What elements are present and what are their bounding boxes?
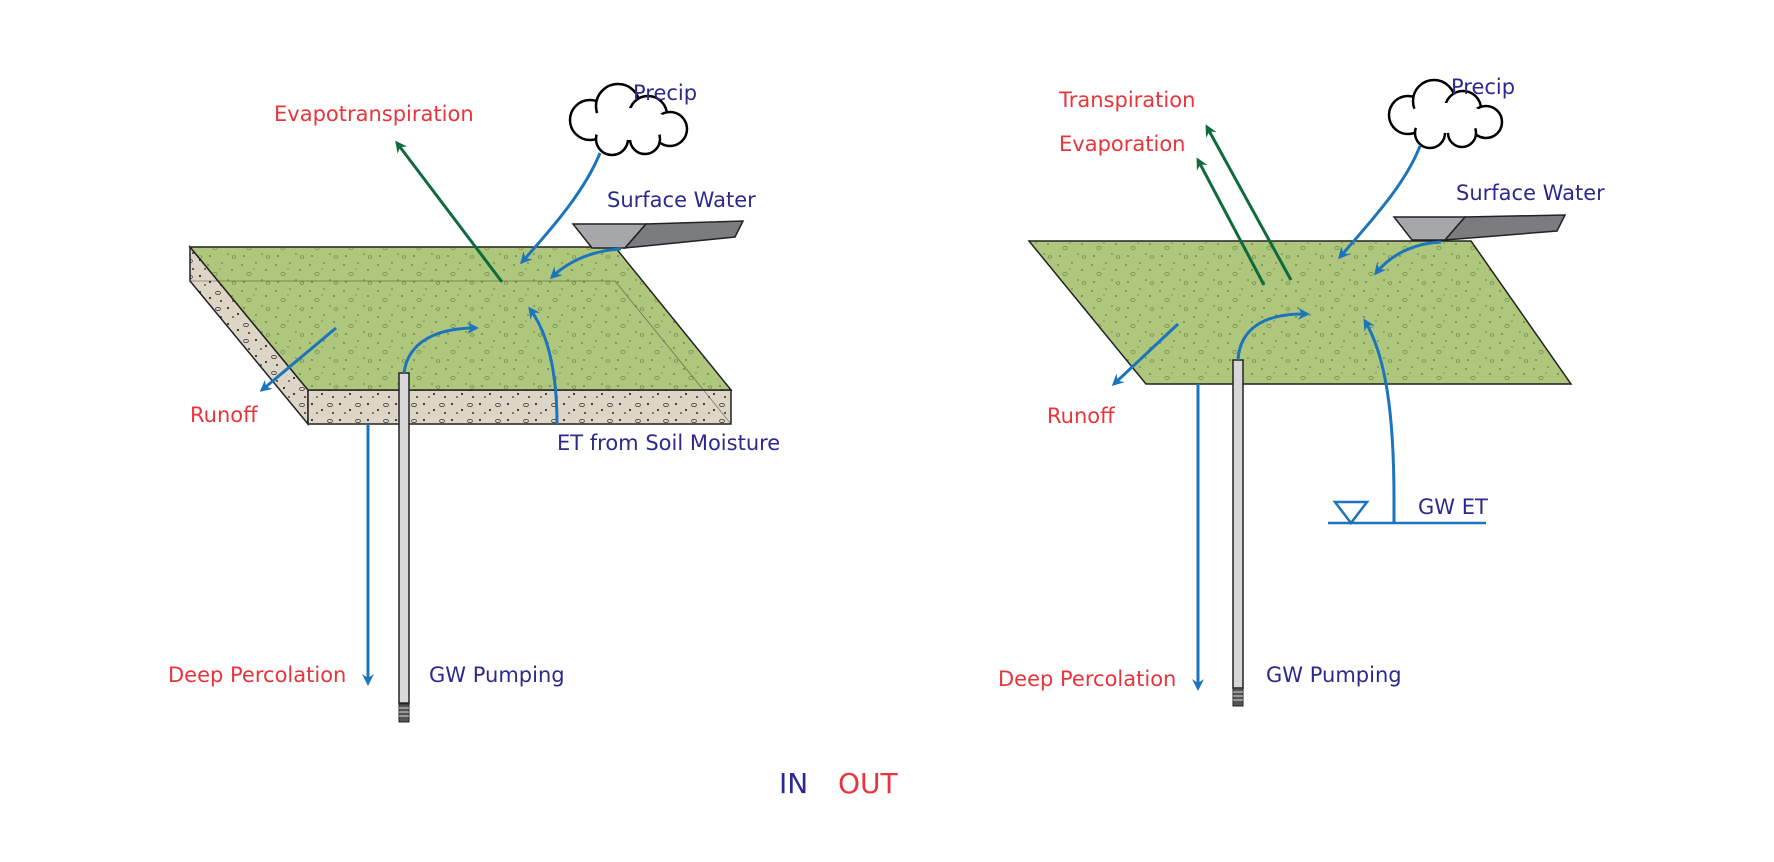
right-evaporation-arrow	[1196, 157, 1266, 286]
right-deep-percolation-label: Deep Percolation	[998, 667, 1176, 691]
right-runoff-arrow	[1111, 322, 1180, 387]
right-precip-arrow	[1338, 145, 1422, 260]
right-panel: Transpiration Evaporation Precip Surface…	[998, 75, 1605, 707]
left-soil-surface	[188, 246, 733, 391]
left-soil-side-front	[307, 389, 732, 425]
left-gw-pumping-label: GW Pumping	[429, 663, 565, 687]
left-runoff-arrow	[259, 326, 337, 392]
left-gw-pumping-arrow	[402, 322, 479, 374]
left-deep-percolation-label: Deep Percolation	[168, 663, 346, 687]
right-cloud-icon	[1387, 78, 1504, 150]
right-transpiration-arrow	[1205, 124, 1293, 281]
left-well-icon	[398, 372, 410, 723]
right-water-table-icon	[1328, 500, 1486, 526]
left-runoff-label: Runoff	[190, 403, 258, 427]
left-panel: Precip Surface Water Evapotranspiration …	[168, 81, 780, 723]
left-surface-water-arrow	[549, 247, 622, 280]
legend: IN OUT	[779, 767, 899, 800]
left-surface-water-label: Surface Water	[607, 188, 756, 212]
left-et-soil-moisture-arrow	[528, 306, 559, 425]
right-surface-water-label: Surface Water	[1456, 181, 1605, 205]
right-surface-water-arrow	[1374, 240, 1442, 276]
left-evapotranspiration-arrow	[395, 140, 504, 283]
left-precip-arrow	[520, 152, 602, 265]
left-soil-inner-edge	[190, 280, 732, 425]
right-runoff-label: Runoff	[1047, 404, 1115, 428]
right-surface-water-channel	[1392, 214, 1567, 241]
legend-out: OUT	[838, 767, 899, 800]
right-precip-label: Precip	[1451, 75, 1515, 99]
right-gw-pumping-arrow	[1236, 307, 1310, 361]
right-well-icon	[1232, 359, 1244, 707]
left-precip-label: Precip	[633, 81, 697, 105]
left-evapotranspiration-label: Evapotranspiration	[274, 102, 474, 126]
right-gw-pumping-label: GW Pumping	[1266, 663, 1402, 687]
legend-in: IN	[779, 767, 808, 800]
left-cloud-icon	[568, 82, 689, 157]
right-gw-et-label: GW ET	[1418, 495, 1488, 519]
left-surface-water-channel	[571, 220, 745, 249]
left-et-soil-moisture-label: ET from Soil Moisture	[557, 431, 780, 455]
right-evaporation-label: Evaporation	[1059, 132, 1185, 156]
right-transpiration-label: Transpiration	[1058, 88, 1195, 112]
right-gw-et-arrow	[1363, 318, 1396, 523]
